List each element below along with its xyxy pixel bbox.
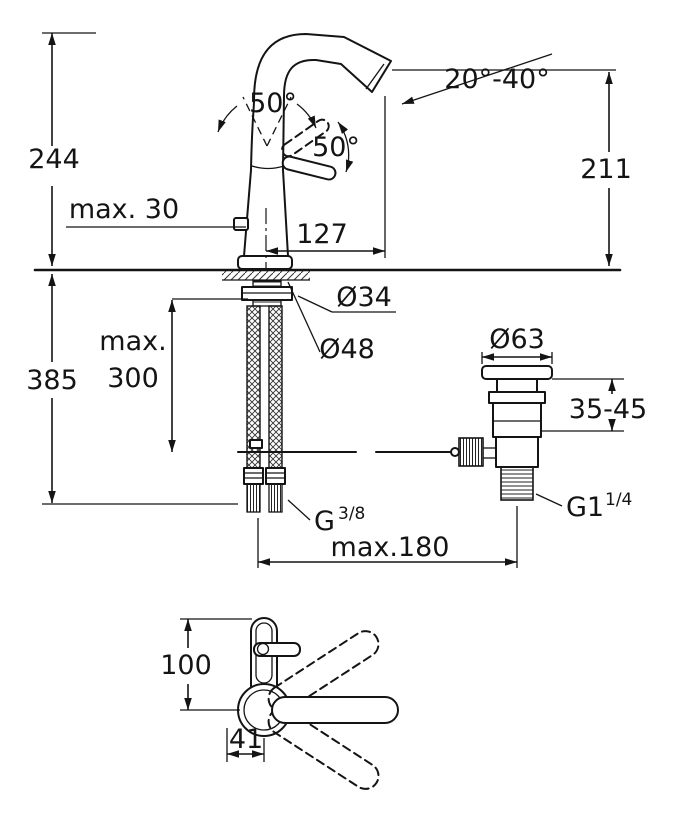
dim-385-label: 385 [26, 365, 78, 396]
fitting-thread [246, 483, 261, 513]
waste-body [492, 402, 542, 438]
dim-swivel-angle-label: 50° [249, 88, 297, 119]
side-view [33, 33, 622, 513]
dim-3545: 35-45 [540, 378, 647, 432]
supply-thread-label: G [314, 506, 335, 537]
dim-41-label: 41 [229, 724, 263, 755]
leader-line [287, 499, 311, 521]
leader-line [297, 295, 333, 313]
aerator-line [365, 63, 385, 90]
waste-thread-fraction: 1/4 [605, 490, 632, 510]
swivel-arc-left [217, 105, 238, 133]
dim-max300-label-1: max. [99, 326, 166, 357]
fitting-thread [268, 483, 283, 513]
handle-top-alt-up [267, 630, 380, 713]
rod-ball-joint [450, 447, 460, 457]
waste-assembly [458, 365, 553, 501]
handle-lever-alt [281, 118, 330, 158]
waste-collar [488, 391, 546, 404]
dim-spout-angle: 20°-40° [392, 53, 616, 105]
angle-line [401, 53, 553, 105]
dim-dia63: Ø63 [481, 324, 553, 364]
hose-fitting-left [243, 467, 264, 513]
deck-section-hatch [222, 271, 310, 280]
rod-clamp [249, 439, 263, 449]
dim-max30-label: max. 30 [69, 194, 179, 225]
handle-top-solid [271, 696, 399, 724]
body-seam [251, 165, 285, 170]
handle-top-alt-down [267, 707, 380, 790]
leader-line [535, 493, 563, 507]
dim-max300: max. 300 [99, 298, 248, 452]
fitting-nut [265, 467, 286, 485]
dim-127-label: 127 [296, 219, 348, 250]
dim-dia63-label: Ø63 [489, 324, 545, 355]
supply-thread-fraction: 3/8 [338, 504, 365, 524]
faucet-body-outline [243, 33, 392, 257]
waste-adjust-knob [458, 437, 484, 467]
dim-244-label: 244 [28, 144, 80, 175]
swivel-radius-right [266, 96, 292, 147]
front-view [237, 617, 399, 790]
swivel-radius-left [242, 96, 268, 147]
dim-spout-angle-label: 20°-40° [444, 64, 549, 95]
dim-127: 127 [265, 96, 386, 269]
dim-dia48-label: Ø48 [319, 334, 375, 365]
dim-dia48: Ø48 [287, 281, 375, 365]
small-lever-pivot [256, 642, 270, 656]
handle-rotation-arc [337, 121, 354, 173]
dim-supply-thread: G 3/8 [287, 499, 365, 537]
dim-max180-label: max.180 [331, 532, 450, 563]
dimensions: 244 max. 30 50° 50° 20°-40° 211 127 [26, 32, 647, 762]
dim-41: 41 [226, 724, 265, 762]
dim-3545-label: 35-45 [569, 394, 647, 425]
dim-max30: max. 30 [66, 194, 246, 228]
dim-handle-angle-label: 50° [312, 132, 360, 163]
swivel-arc-right [296, 103, 317, 129]
dim-dia34: Ø34 [297, 282, 396, 313]
base-ring [237, 255, 293, 270]
dim-385: 385 [26, 274, 238, 505]
hose-fitting-right [265, 467, 286, 513]
supply-hose-right [268, 305, 283, 469]
waste-lower-body [495, 436, 539, 468]
waste-tailpiece-thread [500, 466, 534, 501]
waste-thread-label: G1 [566, 492, 604, 523]
handle-lever [281, 155, 337, 181]
dim-dia34-label: Ø34 [336, 282, 392, 313]
dim-100-label: 100 [160, 650, 212, 681]
dim-waste-thread: G1 1/4 [535, 490, 632, 523]
fitting-nut [243, 467, 264, 485]
waste-neck [496, 378, 538, 393]
popup-knob [233, 217, 249, 231]
dim-max180: max.180 [257, 506, 518, 568]
dim-211-label: 211 [580, 154, 632, 185]
dim-244: 244 [28, 32, 96, 266]
waste-flange [481, 365, 553, 380]
dim-100: 100 [160, 618, 252, 711]
dim-max300-label-2: 300 [107, 363, 159, 394]
leader-line [287, 281, 321, 353]
dim-211: 211 [580, 72, 632, 266]
small-lever [253, 642, 301, 657]
